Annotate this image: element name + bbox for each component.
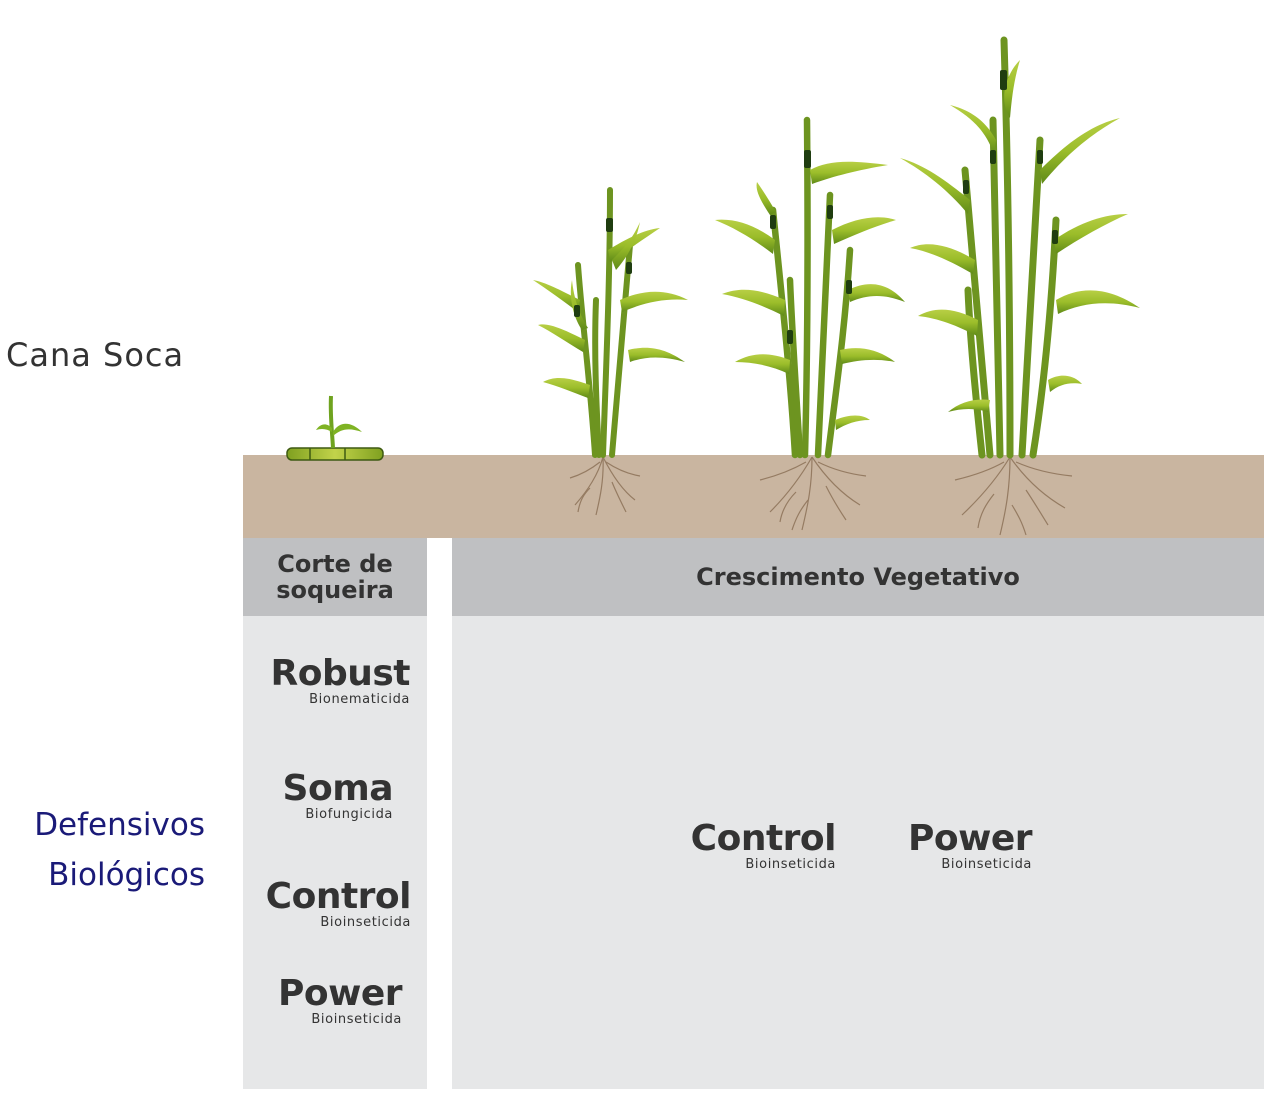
- product-power: Power Bioinseticida: [892, 818, 1033, 873]
- defensivos-line-2: Biológicos: [48, 857, 205, 893]
- product-name: Soma: [282, 768, 394, 809]
- product-name: Robust: [270, 653, 411, 694]
- product-name: Power: [277, 973, 403, 1014]
- product-soma: Soma Biofungicida: [253, 768, 394, 823]
- cana-soca-label: Cana Soca: [6, 336, 185, 374]
- sprout-cutting: [286, 395, 384, 461]
- product-type: Bioinseticida: [320, 915, 411, 930]
- product-type: Bioinseticida: [311, 1012, 402, 1027]
- sugarcane-plant-medium: [715, 116, 905, 531]
- product-type: Bionematicida: [309, 692, 410, 707]
- sugarcane-plant-large: [900, 36, 1140, 536]
- stage-header-corte-de-soqueira: Corte de soqueira: [243, 538, 427, 616]
- product-control: Control Bioinseticida: [682, 818, 837, 873]
- corte-products-panel: Robust Bionematicida Soma Biofungicida C…: [243, 616, 427, 1089]
- product-control: Control Bioinseticida: [253, 876, 412, 931]
- product-type: Biofungicida: [305, 807, 393, 822]
- defensivos-biologicos-label: Defensivos Biológicos: [0, 800, 205, 900]
- product-type: Bioinseticida: [941, 857, 1032, 872]
- soil-band: [243, 455, 1264, 538]
- product-robust: Robust Bionematicida: [253, 653, 411, 708]
- crescimento-products-panel: Control Bioinseticida Power Bioinseticid…: [452, 616, 1264, 1089]
- product-name: Power: [907, 818, 1033, 859]
- product-type: Bioinseticida: [745, 857, 836, 872]
- sugarcane-plant-small: [533, 187, 688, 516]
- product-power: Power Bioinseticida: [253, 973, 403, 1028]
- product-name: Control: [690, 818, 837, 859]
- stage-header-corte-line-2: soqueira: [276, 576, 394, 604]
- defensivos-line-1: Defensivos: [34, 807, 205, 843]
- stage-header-crescimento-vegetativo: Crescimento Vegetativo: [452, 538, 1264, 616]
- product-name: Control: [265, 876, 412, 917]
- stage-header-corte-line-1: Corte de: [277, 550, 393, 578]
